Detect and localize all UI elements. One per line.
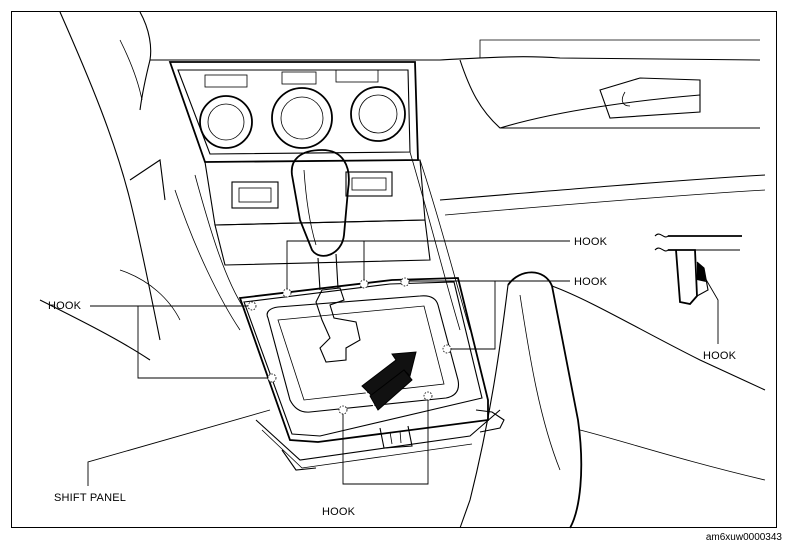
label-hook-left: HOOK bbox=[48, 300, 82, 312]
hook-marker-8 bbox=[423, 391, 433, 401]
figure-id: am6xuw0000343 bbox=[705, 532, 782, 543]
hook-marker-7 bbox=[338, 405, 348, 415]
hook-marker-5 bbox=[442, 344, 452, 354]
hook-marker-1 bbox=[282, 288, 292, 298]
hook-markers bbox=[247, 277, 452, 415]
label-hook-detail: HOOK bbox=[703, 350, 737, 362]
center-stack bbox=[168, 61, 471, 331]
dashboard-lines bbox=[39, 11, 766, 361]
label-hook-upper-right: HOOK bbox=[574, 276, 608, 288]
hook-marker-6 bbox=[267, 373, 277, 383]
hook-marker-3 bbox=[400, 277, 410, 287]
label-hook-bottom: HOOK bbox=[322, 506, 356, 518]
hook-marker-2 bbox=[359, 279, 369, 289]
shift-lever bbox=[290, 149, 361, 363]
leader-hook-upper-center bbox=[286, 240, 570, 289]
label-hook-upper-center: HOOK bbox=[574, 236, 608, 248]
leader-lines bbox=[87, 240, 719, 486]
leader-hook-detail bbox=[703, 275, 719, 344]
shift-panel bbox=[238, 277, 505, 471]
parking-brake bbox=[459, 271, 766, 529]
clip-detail bbox=[654, 233, 742, 305]
leader-shift-panel bbox=[87, 409, 271, 486]
diagram-frame bbox=[11, 11, 777, 528]
hook-marker-4 bbox=[247, 301, 257, 311]
label-shift-panel: SHIFT PANEL bbox=[54, 492, 127, 504]
leader-hook-bottom bbox=[342, 400, 429, 485]
removal-arrow bbox=[361, 351, 417, 411]
leader-hook-right-lower bbox=[451, 281, 496, 350]
leader-hook-left bbox=[90, 305, 268, 379]
